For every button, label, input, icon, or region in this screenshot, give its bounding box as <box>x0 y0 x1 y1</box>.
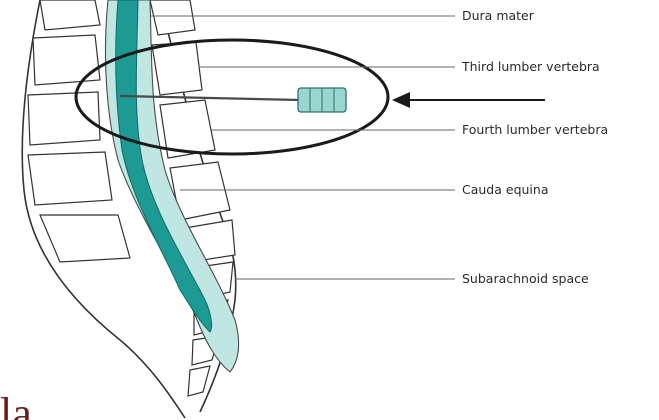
label-third-lumbar-vertebra: Third lumber vertebra <box>462 61 600 74</box>
label-dura-mater: Dura mater <box>462 10 534 23</box>
vertebra-l3 <box>152 42 202 95</box>
pointer-arrow-head <box>392 92 410 108</box>
label-subarachnoid-space: Subarachnoid space <box>462 273 589 286</box>
spinous-process-1 <box>40 0 100 30</box>
vertebra-l2 <box>150 0 195 35</box>
cut-off-heading-text: la <box>0 392 32 420</box>
spinous-process-4 <box>28 152 112 205</box>
spinous-process-5 <box>40 215 130 262</box>
label-cauda-equina: Cauda equina <box>462 184 548 197</box>
spinous-process-2 <box>33 35 100 85</box>
label-fourth-lumbar-vertebra: Fourth lumber vertebra <box>462 124 608 137</box>
coccyx <box>188 366 210 396</box>
